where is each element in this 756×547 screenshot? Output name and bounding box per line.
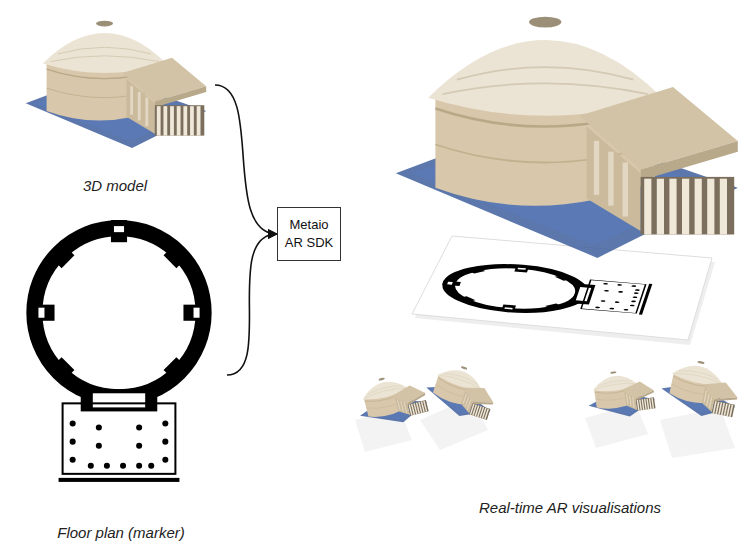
caption-text: Real-time AR visualisations — [400, 499, 740, 518]
caption-text: Floor plan (marker) — [15, 524, 227, 543]
curved-arrow — [227, 234, 277, 375]
marker-group: Floor plan (marker) — [15, 210, 227, 545]
process-box: Metaio AR SDK — [277, 207, 341, 260]
ar-view-large — [396, 17, 738, 345]
model-group: 3D model — [15, 10, 215, 198]
curved-arrow — [215, 85, 277, 234]
pantheon-model — [26, 21, 207, 148]
output-group: Real-time AR visualisations — [400, 470, 740, 520]
ar-view-small — [352, 354, 743, 458]
floor-plan — [32, 220, 205, 482]
caption-text: 3D model — [15, 177, 215, 196]
box-label: Metaio AR SDK — [282, 216, 336, 251]
